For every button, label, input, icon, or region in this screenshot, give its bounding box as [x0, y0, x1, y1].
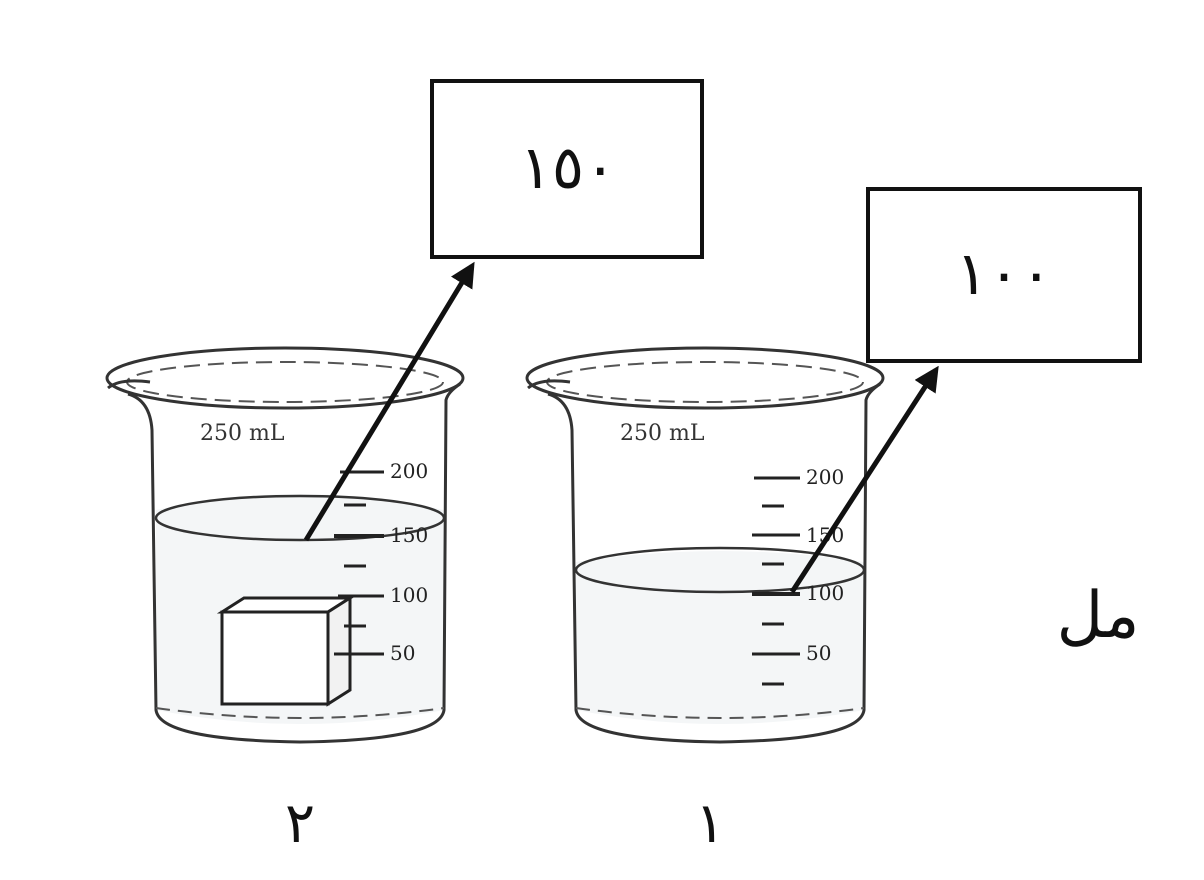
- scale-label: 200: [390, 459, 428, 483]
- reading-value-beaker-2: ١٥٠: [520, 133, 617, 203]
- reading-box-beaker-1: ١٠٠: [866, 187, 1142, 363]
- beaker-1: 250 mL 200 150 100 50: [525, 346, 885, 744]
- scale-beaker-1: 200 150 100 50: [752, 465, 844, 686]
- beaker-2: 250 mL 200 150 100 50: [105, 346, 465, 744]
- scale-label: 100: [390, 583, 428, 607]
- scale-label: 100: [806, 581, 844, 605]
- reading-box-beaker-2: ١٥٠: [430, 79, 704, 259]
- unit-label: مل: [1057, 579, 1140, 653]
- scale-label: 50: [390, 641, 415, 665]
- cube-object: [216, 595, 356, 707]
- capacity-label-beaker-2: 250 mL: [200, 421, 285, 446]
- scale-label: 200: [806, 465, 844, 489]
- capacity-label-beaker-1: 250 mL: [620, 421, 705, 446]
- arrow-beaker-1: [789, 365, 939, 594]
- beaker-number-1: ١: [695, 791, 725, 856]
- scale-label: 50: [806, 641, 831, 665]
- reading-value-beaker-1: ١٠٠: [956, 239, 1053, 309]
- beaker-number-2: ٢: [285, 791, 315, 856]
- scale-label: 150: [390, 523, 428, 547]
- arrow-beaker-2: [303, 261, 475, 542]
